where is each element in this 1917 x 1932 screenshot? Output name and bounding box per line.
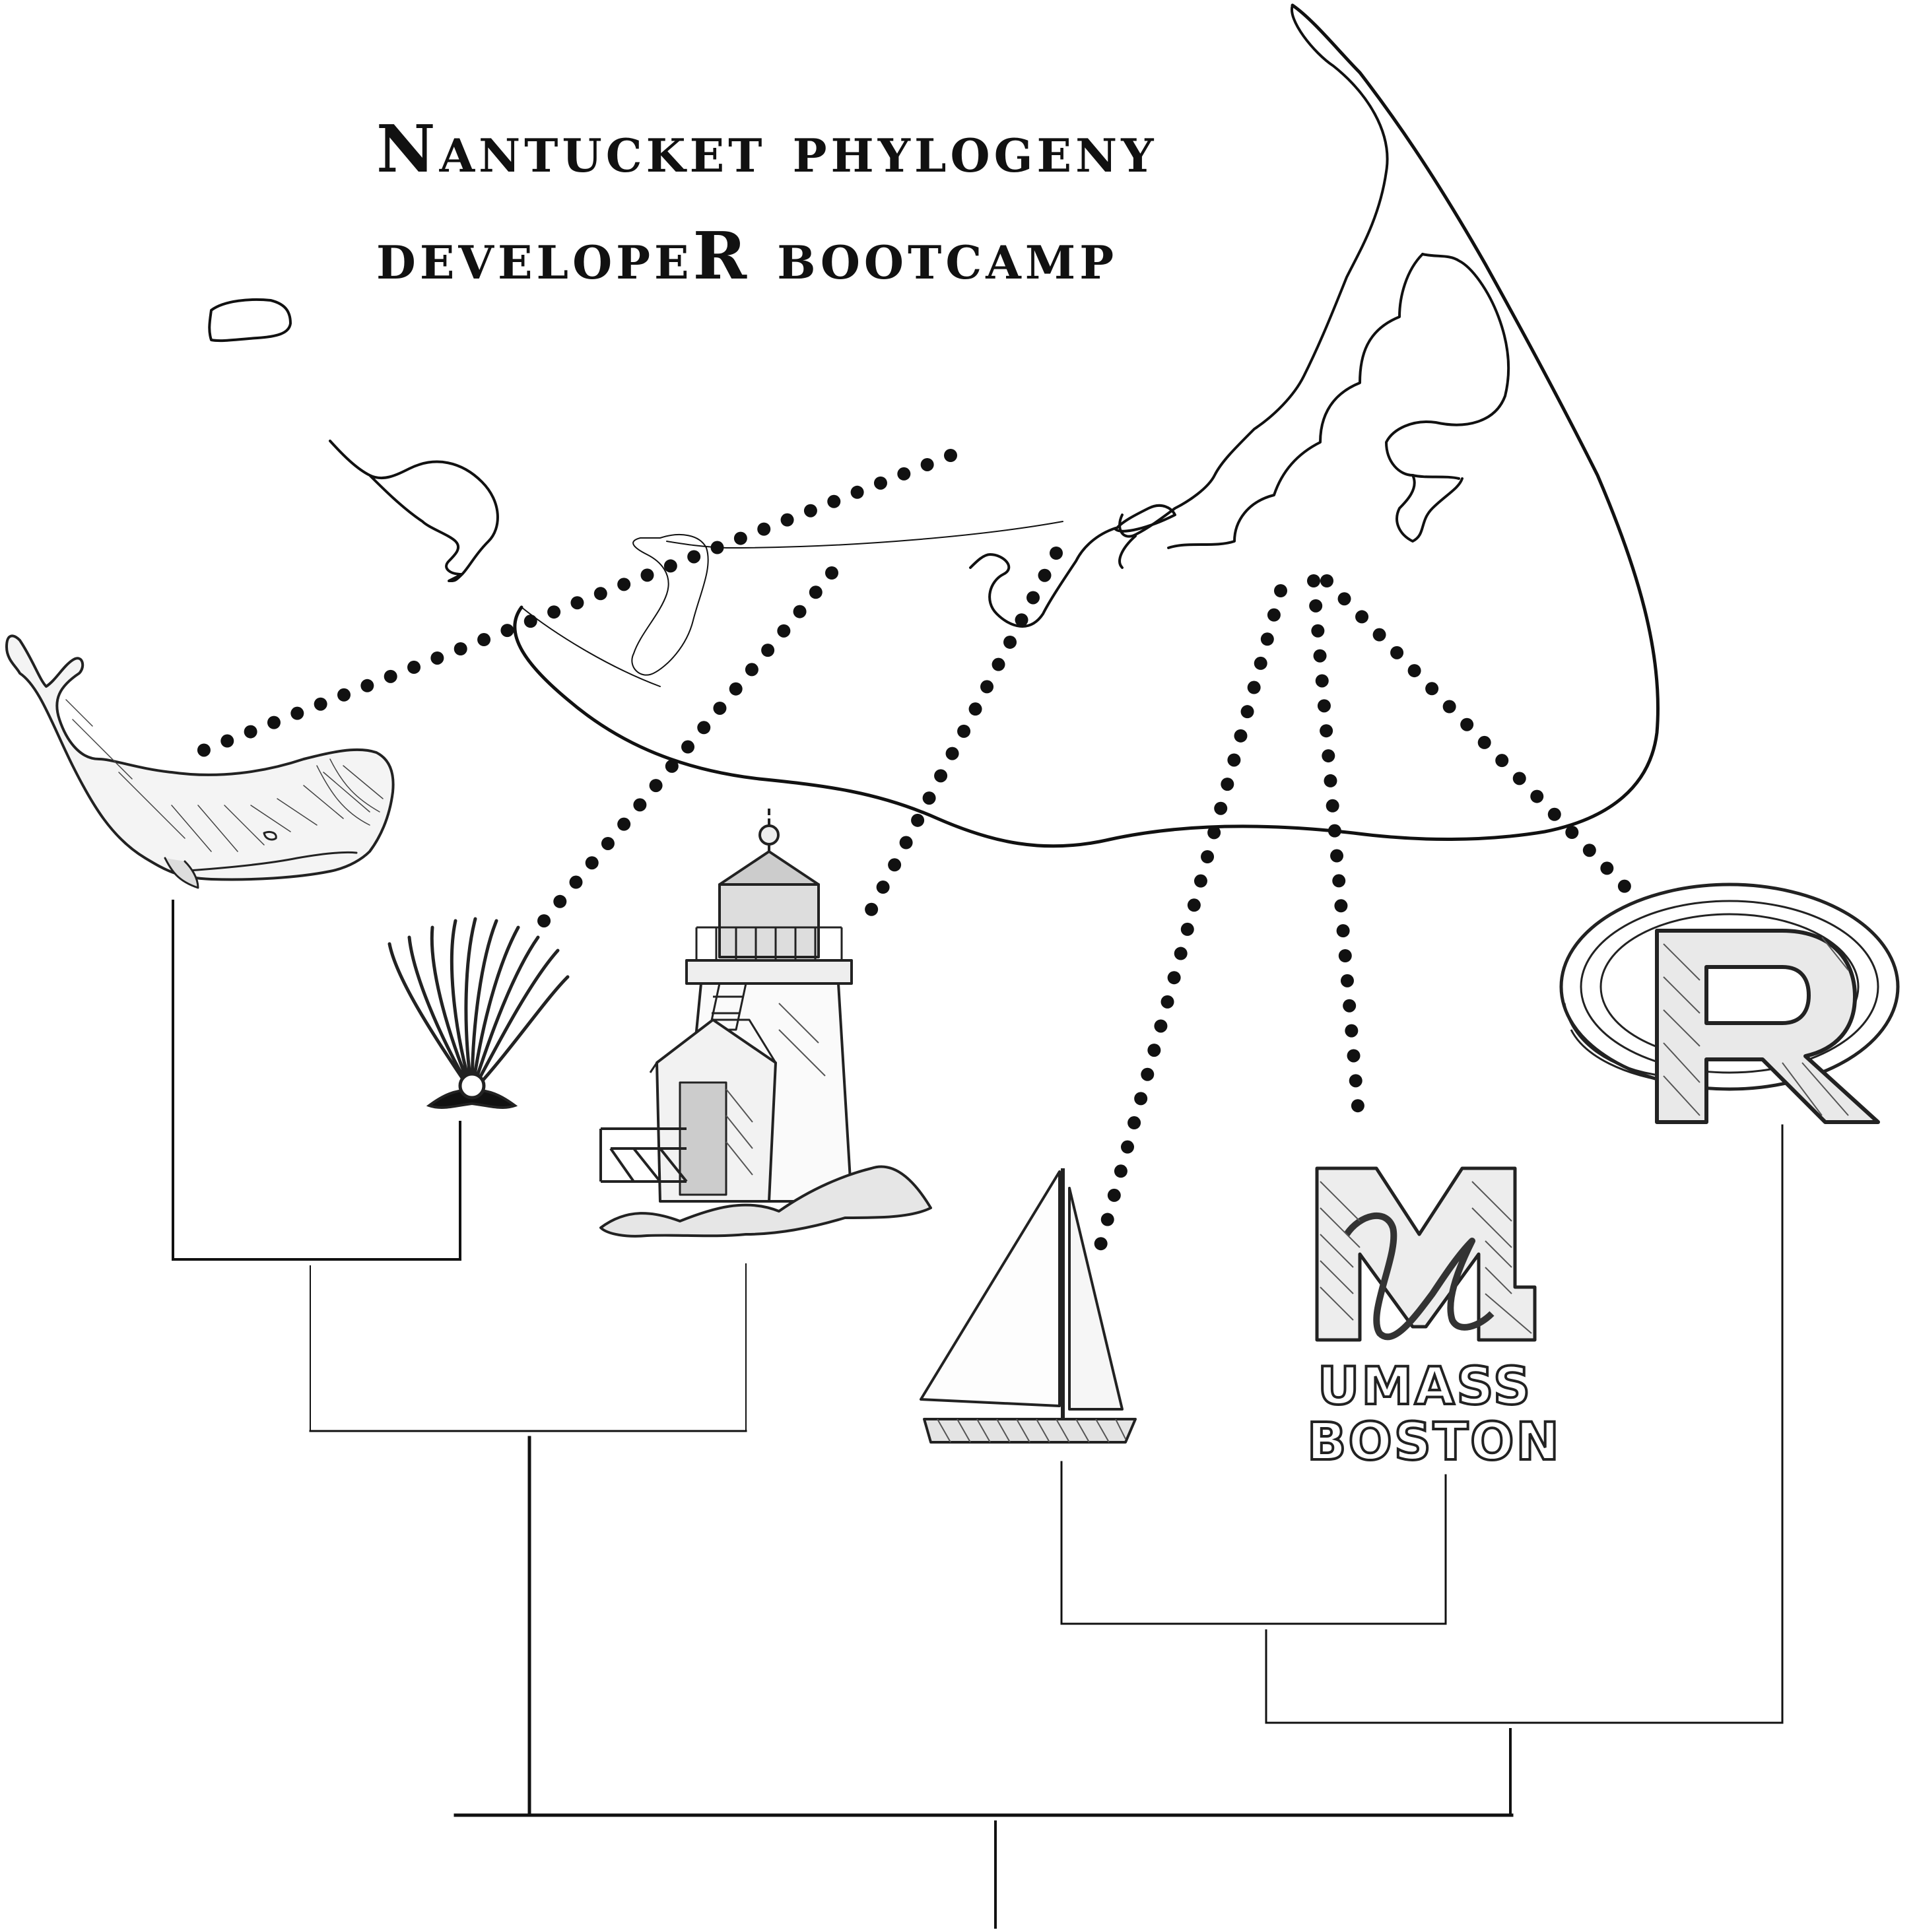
nantucket-harbor-jetty xyxy=(1114,504,1176,533)
r-logo-ring-mid xyxy=(1580,900,1879,1074)
madaket-hook xyxy=(631,534,709,676)
connector-lighthouse xyxy=(865,547,1063,916)
east-cove xyxy=(1396,474,1463,543)
umass-m-shape xyxy=(1315,1166,1537,1342)
r-logo-letter xyxy=(1655,929,1880,1124)
r-logo-ring-outer xyxy=(1559,883,1900,1091)
scallop-ribs xyxy=(387,917,570,1094)
lighthouse-lantern xyxy=(718,883,820,958)
nantucket-map xyxy=(208,3,1660,848)
umass-wordmark-line-1: UMASS xyxy=(1316,1357,1533,1416)
connector-shell xyxy=(535,566,838,931)
lighthouse-roof xyxy=(718,850,820,886)
whale-illustration xyxy=(5,634,395,889)
connector-r xyxy=(1320,574,1637,899)
whale-eye xyxy=(263,830,277,841)
nantucket-west-coast xyxy=(969,527,1117,628)
r-logo-graphic xyxy=(1559,883,1900,1124)
phylogeny-tree xyxy=(172,900,1784,1930)
title-line-1: Nantucket phylogeny xyxy=(376,112,1158,187)
sailboat-hull xyxy=(923,1418,1137,1444)
umass-u-script xyxy=(1343,1213,1495,1341)
lighthouse-railing xyxy=(695,926,843,960)
lighthouse-door xyxy=(679,1081,727,1196)
whale-fin xyxy=(164,857,199,889)
nantucket-inner-harbor-scallops xyxy=(1167,253,1424,549)
sandbar-coast xyxy=(666,521,1063,549)
title-line-2: developeR bootcamp xyxy=(376,218,1118,294)
sailboat-mainsail xyxy=(920,1170,1061,1407)
umass-logo-graphic xyxy=(1315,1166,1537,1342)
muskeget-island xyxy=(208,298,292,343)
lighthouse-rocks xyxy=(599,1165,932,1238)
scallop-center xyxy=(458,1072,486,1100)
connector-sailboat xyxy=(1089,584,1287,1269)
tuckernuck-island xyxy=(329,440,499,582)
whale-body xyxy=(5,634,395,881)
nantucket-inner-harbor xyxy=(1385,253,1510,480)
sailboat-jib xyxy=(1068,1187,1124,1411)
dotted-connectors xyxy=(191,449,1637,1269)
lighthouse-gallery xyxy=(685,959,853,985)
nantucket-outer-coast xyxy=(513,3,1660,848)
lighthouse-house-roof xyxy=(649,1018,777,1073)
connector-umass xyxy=(1307,574,1366,1137)
whale-jaw xyxy=(177,851,358,873)
whale-hatching xyxy=(65,699,384,852)
nantucket-harbor-coast xyxy=(1118,4,1389,569)
scallop-illustration xyxy=(387,917,570,1109)
lighthouse-deck xyxy=(599,1127,688,1183)
lighthouse-illustration xyxy=(599,809,932,1238)
connector-whale xyxy=(191,449,957,759)
sailboat-illustration xyxy=(920,1168,1137,1444)
umass-wordmark-line-2: BOSTON xyxy=(1306,1413,1561,1472)
